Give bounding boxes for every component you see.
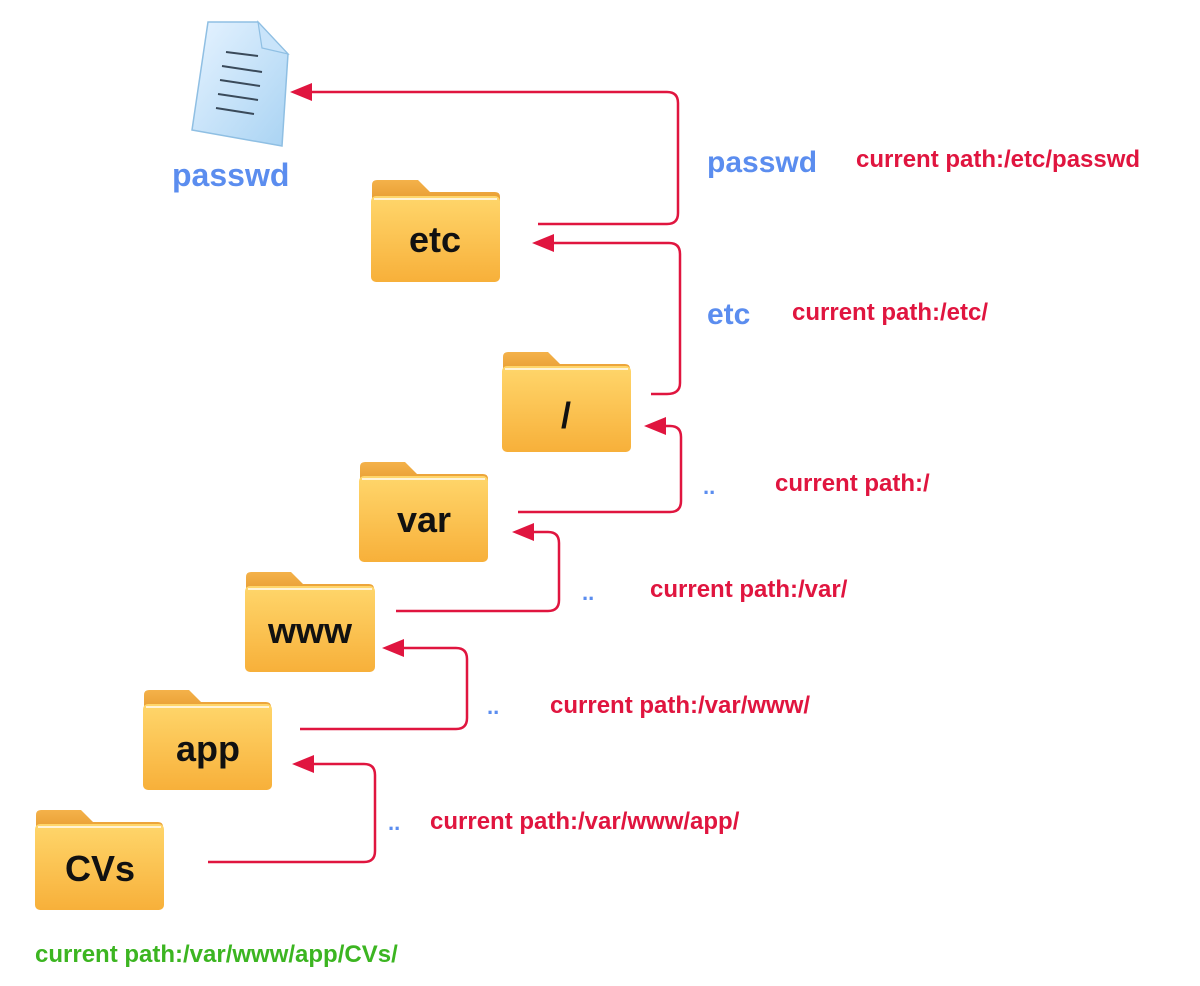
arrow-var-to-root [518, 424, 683, 514]
path-label-root: current path:/ [775, 470, 930, 497]
path-label-var: current path:/var/ [650, 576, 848, 603]
arrow-app-to-www [300, 646, 469, 731]
step-label-up-to-app: .. [388, 810, 400, 835]
folder-etc: etc [371, 180, 500, 282]
step-label-up-to-root: .. [703, 474, 715, 499]
path-label-app: current path:/var/www/app/ [430, 808, 740, 835]
folder-label-var: var [397, 499, 451, 540]
arrowhead-var [512, 523, 534, 541]
arrowhead-etc [532, 234, 554, 252]
path-label-www: current path:/var/www/ [550, 692, 810, 719]
step-label-passwd: passwd [707, 146, 817, 179]
document-icon [191, 20, 290, 147]
arrow-root-to-etc [552, 241, 682, 396]
step-label-up-to-www: .. [487, 694, 499, 719]
file-label-passwd: passwd [172, 157, 289, 193]
folder-label-etc: etc [409, 219, 461, 260]
arrow-etc-to-passwd [310, 90, 680, 226]
arrowhead-app [292, 755, 314, 773]
path-label-passwd: current path:/etc/passwd [856, 146, 1140, 173]
arrow-cvs-to-app [208, 762, 377, 864]
step-label-up-to-var: .. [582, 580, 594, 605]
folder-app: app [143, 690, 272, 790]
folder-label-cvs: CVs [65, 848, 135, 889]
folder-label-www: www [267, 610, 353, 651]
folder-root: / [502, 352, 631, 452]
path-label-etc: current path:/etc/ [792, 299, 988, 326]
folder-www: www [245, 572, 375, 672]
folder-label-root: / [561, 395, 571, 436]
arrowhead-root [644, 417, 666, 435]
arrow-www-to-var [396, 530, 561, 613]
arrowhead-passwd [290, 83, 312, 101]
step-label-etc: etc [707, 298, 750, 331]
start-path-label: current path:/var/www/app/CVs/ [35, 941, 398, 968]
folder-var: var [359, 462, 488, 562]
arrowhead-www [382, 639, 404, 657]
folder-label-app: app [176, 728, 240, 769]
folder-cvs: CVs [35, 810, 164, 910]
